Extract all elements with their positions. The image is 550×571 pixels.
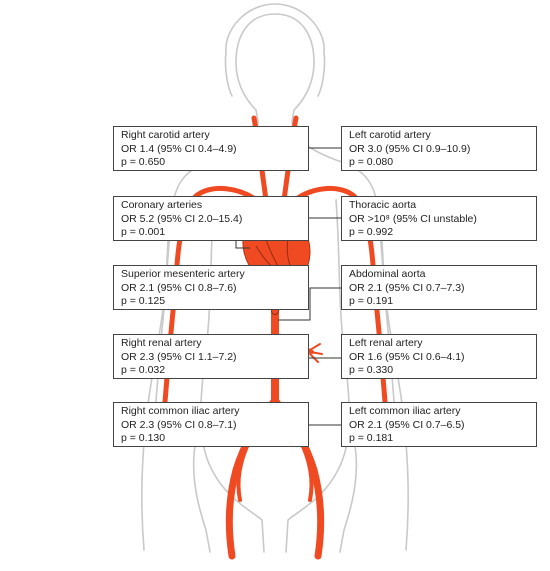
head-outline — [235, 13, 315, 123]
odds-ratio: OR 2.1 (95% CI 0.8–7.6) — [121, 281, 237, 294]
p-value: p = 0.330 — [349, 364, 394, 376]
p-value: p = 0.992 — [349, 226, 394, 238]
odds-ratio: OR 2.1 (95% CI 0.7–6.5) — [349, 418, 465, 431]
label-right-renal-artery: Right renal artery OR 2.3 (95% CI 1.1–7.… — [113, 334, 309, 379]
p-value: p = 0.130 — [121, 432, 166, 444]
head-back-outline — [224, 3, 326, 97]
odds-ratio: OR 2.3 (95% CI 1.1–7.2) — [121, 350, 237, 363]
label-left-carotid-artery: Left carotid artery OR 3.0 (95% CI 0.9–1… — [341, 126, 537, 171]
artery-name: Coronary arteries — [121, 199, 203, 211]
odds-ratio: OR 1.4 (95% CI 0.4–4.9) — [121, 142, 237, 155]
label-left-common-iliac-artery: Left common iliac artery OR 2.1 (95% CI … — [341, 402, 537, 447]
label-abdominal-aorta: Abdominal aorta OR 2.1 (95% CI 0.7–7.3) … — [341, 265, 537, 310]
label-thoracic-aorta: Thoracic aorta OR >10⁸ (95% CI unstable)… — [341, 196, 537, 241]
label-superior-mesenteric-artery: Superior mesenteric artery OR 2.1 (95% C… — [113, 265, 309, 310]
label-left-renal-artery: Left renal artery OR 1.6 (95% CI 0.6–4.1… — [341, 334, 537, 379]
hip-left-outline — [192, 439, 211, 553]
artery-name: Left carotid artery — [349, 129, 431, 141]
artery-name: Left common iliac artery — [349, 405, 461, 417]
artery-name: Right common iliac artery — [121, 405, 240, 417]
label-right-common-iliac-artery: Right common iliac artery OR 2.3 (95% CI… — [113, 402, 309, 447]
p-value: p = 0.191 — [349, 295, 394, 307]
artery-name: Superior mesenteric artery — [121, 268, 245, 280]
label-coronary-arteries: Coronary arteries OR 5.2 (95% CI 2.0–15.… — [113, 196, 309, 241]
p-value: p = 0.650 — [121, 156, 166, 168]
artery-name: Thoracic aorta — [349, 199, 417, 211]
p-value: p = 0.001 — [121, 226, 166, 238]
p-value: p = 0.032 — [121, 364, 166, 376]
artery-name: Left renal artery — [349, 337, 423, 349]
odds-ratio: OR 5.2 (95% CI 2.0–15.4) — [121, 212, 243, 225]
p-value: p = 0.125 — [121, 295, 166, 307]
odds-ratio: OR 1.6 (95% CI 0.6–4.1) — [349, 350, 465, 363]
odds-ratio: OR 2.3 (95% CI 0.8–7.1) — [121, 418, 237, 431]
p-value: p = 0.181 — [349, 432, 394, 444]
label-right-carotid-artery: Right carotid artery OR 1.4 (95% CI 0.4–… — [113, 126, 309, 171]
hip-right-outline — [339, 439, 358, 553]
odds-ratio: OR 2.1 (95% CI 0.7–7.3) — [349, 281, 465, 294]
odds-ratio: OR 3.0 (95% CI 0.9–10.9) — [349, 142, 471, 155]
odds-ratio: OR >10⁸ (95% CI unstable) — [349, 212, 477, 225]
p-value: p = 0.080 — [349, 156, 394, 168]
artery-name: Abdominal aorta — [349, 268, 426, 280]
artery-name: Right renal artery — [121, 337, 202, 349]
leader-abdominal — [278, 287, 341, 321]
artery-name: Right carotid artery — [121, 129, 210, 141]
left-renal-branch-marks — [309, 343, 323, 363]
